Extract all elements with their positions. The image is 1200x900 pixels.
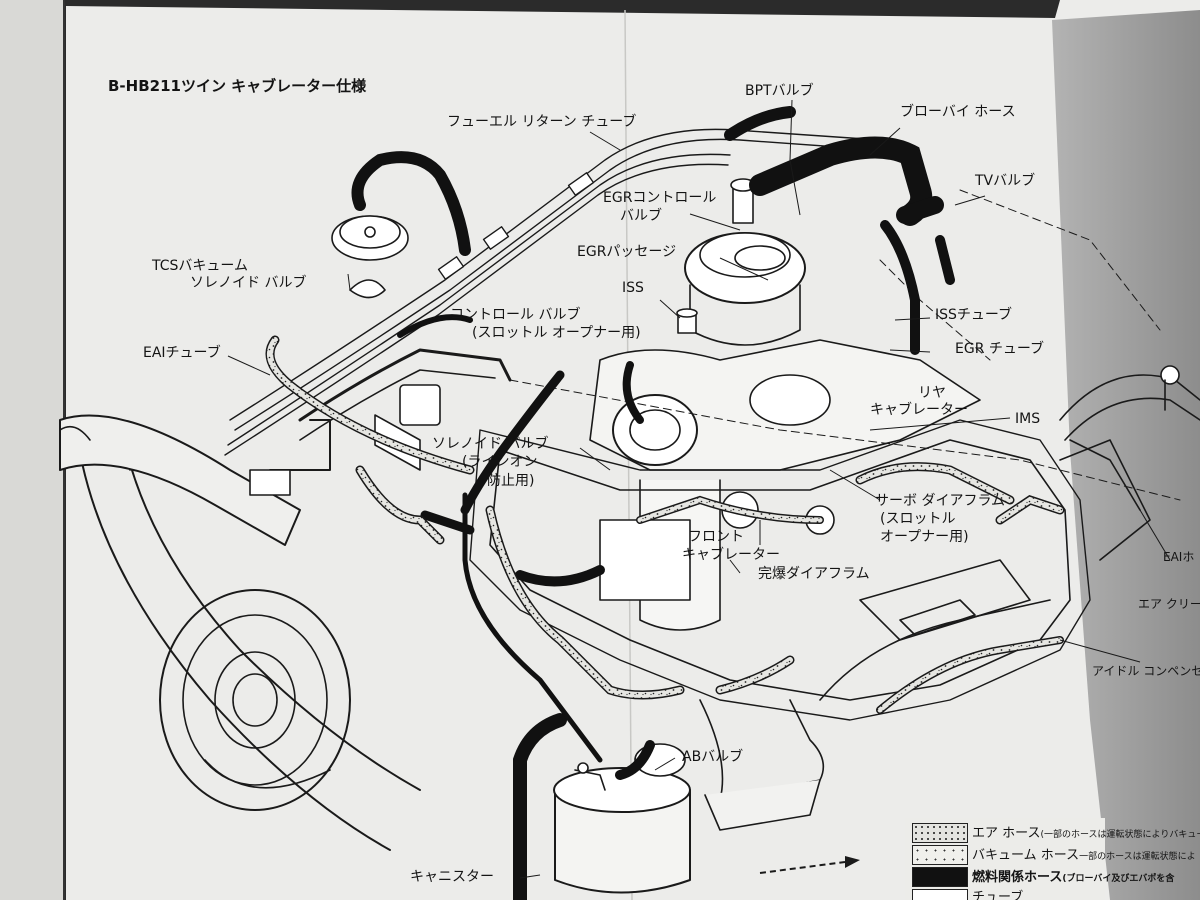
- legend-note-air-hose: (一部のホースは運転状態によりバキュー: [1040, 830, 1200, 840]
- legend-swatch-air-hose: [912, 823, 968, 843]
- label-air-cleaner: エア クリー: [1138, 597, 1200, 611]
- label-iss: ISS: [622, 280, 644, 296]
- label-solenoid-valve-2: (ラインオン: [462, 454, 538, 470]
- leader-lines: [227, 99, 1171, 879]
- legend-item-air-hose: エア ホース(一部のホースは運転状態によりバキュー: [972, 822, 1200, 841]
- tcs-vacuum-valve: [331, 215, 409, 299]
- label-eai-hose: EAIホ: [1163, 550, 1195, 564]
- legend-note-vacuum-hose: 一部のホースは運転状態によ: [1079, 852, 1196, 862]
- label-tcs-vacuum: TCSバキューム: [152, 258, 248, 274]
- legend-label-tube: チューブ: [972, 890, 1024, 900]
- fuel-hoses: [351, 106, 955, 900]
- legend-note-fuel-hose: (ブローバイ及びエバポを含: [1062, 874, 1175, 884]
- label-blowby-hose: ブローバイ ホース: [900, 104, 1016, 120]
- label-front-carburetor-2: キャブレーター: [682, 547, 780, 563]
- air-vacuum-hoses: [265, 335, 1065, 714]
- legend-item-fuel-hose: 燃料関係ホース(ブローバイ及びエバポを含: [972, 866, 1174, 885]
- legend-label-fuel-hose: 燃料関係ホース: [972, 870, 1063, 885]
- page-fold-shadow: [1052, 10, 1200, 900]
- air-cleaner: [1059, 365, 1200, 561]
- label-egr-control-valve-2: バルブ: [620, 208, 662, 224]
- intake-manifold: [469, 419, 1091, 831]
- label-idle-compensator: アイドル コンペンセー: [1092, 664, 1200, 678]
- label-ab-valve: ABバルブ: [682, 749, 744, 765]
- label-tv-valve: TVバルブ: [975, 173, 1036, 189]
- legend-label-air-hose: エア ホース: [972, 826, 1041, 841]
- label-control-valve: コントロール バルブ: [450, 307, 581, 323]
- label-eai-tube: EAIチューブ: [143, 345, 221, 361]
- legend-swatch-vacuum-hose: [912, 845, 968, 865]
- label-canister: キャニスター: [410, 869, 494, 885]
- left-page-edge: [0, 0, 65, 900]
- page-title: B-HB211ツイン キャブレーター仕様: [108, 77, 367, 95]
- legend-item-vacuum-hose: バキューム ホース一部のホースは運転状態によ: [972, 844, 1196, 863]
- label-solenoid-valve-3: 防止用): [487, 473, 535, 489]
- label-servo-diaphragm-2: (スロットル: [880, 511, 956, 527]
- legend-swatch-fuel-hose: [912, 867, 968, 887]
- eai-tube-assembly: [249, 348, 512, 496]
- canister: [553, 743, 691, 894]
- label-rear-carburetor: リヤ: [918, 385, 946, 401]
- legend-swatch-tube: [912, 889, 968, 900]
- label-tcs-vacuum-2: ソレノイド バルブ: [190, 275, 307, 291]
- label-ims: IMS: [1015, 411, 1041, 427]
- label-servo-diaphragm: サーボ ダイアフラム: [875, 493, 1006, 509]
- label-complete-diaphragm: 完爆ダイアフラム: [758, 566, 870, 582]
- iss-valve: [676, 308, 698, 334]
- carburetor-body: [589, 232, 981, 631]
- label-fuel-return-tube: フューエル リターン チューブ: [447, 114, 637, 130]
- label-iss-tube: ISSチューブ: [935, 307, 1013, 323]
- label-front-carburetor: フロント: [688, 529, 744, 545]
- label-egr-tube: EGR チューブ: [955, 341, 1045, 357]
- label-solenoid-valve: ソレノイド バルブ: [432, 436, 549, 452]
- label-egr-passage: EGRパッセージ: [577, 244, 677, 260]
- label-bpt-valve: BPTバルブ: [745, 83, 814, 99]
- label-control-valve-2: (スロットル オープナー用): [472, 325, 641, 341]
- label-servo-diaphragm-3: オープナー用): [880, 529, 969, 545]
- legend-label-vacuum-hose: バキューム ホース: [972, 848, 1080, 863]
- label-egr-control-valve: EGRコントロール: [603, 190, 717, 206]
- intake-duct: [59, 414, 301, 546]
- legend-item-tube: チューブ: [972, 886, 1023, 900]
- label-rear-carburetor-2: キャブレーター: [870, 402, 968, 418]
